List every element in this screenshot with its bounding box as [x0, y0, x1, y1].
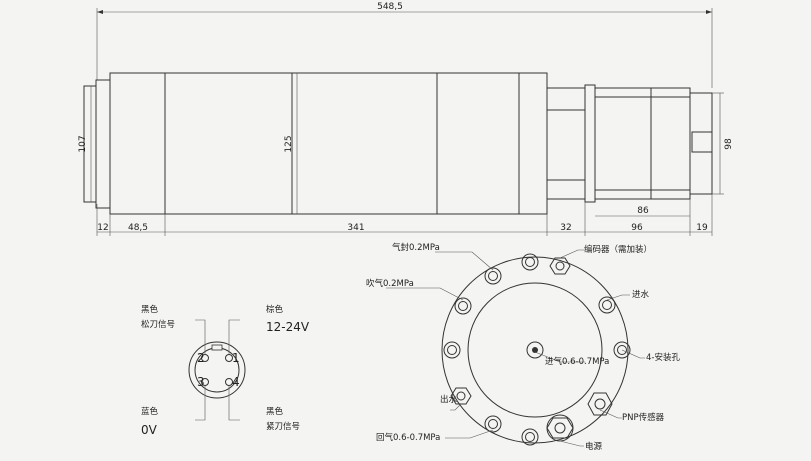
- pin4-signal: 紧刀信号: [266, 421, 300, 432]
- power-port: [546, 414, 574, 442]
- pin-3-label: 3: [197, 375, 205, 389]
- pin2-color: 黑色: [141, 304, 159, 315]
- height-body-label: 125: [284, 135, 294, 152]
- power-label: 电源: [585, 441, 603, 452]
- seg-48-5-label: 48,5: [128, 223, 148, 233]
- air-seal-label: 气封0.2MPa: [392, 242, 440, 253]
- height-left-label: 107: [78, 135, 88, 152]
- motor-body: [109, 72, 548, 215]
- overall-length-label: 548,5: [377, 2, 403, 12]
- shaft-nose: [691, 131, 713, 153]
- connector-key: [211, 344, 223, 351]
- seg-12-label: 12: [97, 223, 108, 233]
- seg-32-label: 32: [560, 223, 571, 233]
- height-right-label: 98: [724, 138, 734, 150]
- pin4-color: 黑色: [266, 406, 284, 417]
- pnp-sensor: [587, 392, 613, 416]
- seg-19-label: 19: [696, 223, 708, 233]
- pin-2-label: 2: [197, 351, 205, 365]
- pnp-label: PNP传感器: [622, 412, 665, 423]
- dim-86-label: 86: [637, 206, 649, 216]
- encoder-label: 编码器（需加装）: [584, 244, 652, 255]
- pin1-value: 12-24V: [266, 320, 310, 334]
- air-return-label: 回气0.6-0.7MPa: [376, 432, 440, 443]
- front-housing: [594, 87, 691, 200]
- seg-341-label: 341: [347, 223, 364, 233]
- pin1-color: 棕色: [266, 304, 284, 315]
- connector-outer: [188, 341, 246, 399]
- encoder-port: [549, 257, 571, 275]
- pin2-signal: 松刀信号: [141, 319, 175, 330]
- flange-inner: [467, 282, 603, 418]
- mount-holes-label: 4-安装孔: [646, 352, 680, 363]
- end-view: 气封0.2MPa 吹气0.2MPa 编码器（需加装） 进水 4-安装孔 进气0.…: [366, 242, 680, 452]
- seg-96-label: 96: [631, 223, 643, 233]
- pin-1-label: 1: [232, 351, 240, 365]
- pin-4-label: 4: [232, 375, 240, 389]
- connector-pinout: 2 1 3 4 黑色 松刀信号 棕色 12-24V 蓝色 0V 黑色 紧刀信号: [141, 304, 310, 437]
- water-out-label: 出水: [440, 394, 458, 405]
- blow-air-label: 吹气0.2MPa: [366, 278, 414, 289]
- side-view: 548,5 107 125 98 86: [78, 2, 734, 236]
- pin3-color: 蓝色: [141, 406, 159, 417]
- air-in-label: 进气0.6-0.7MPa: [545, 356, 609, 367]
- water-in-label: 进水: [632, 289, 650, 300]
- pin3-value: 0V: [141, 423, 158, 437]
